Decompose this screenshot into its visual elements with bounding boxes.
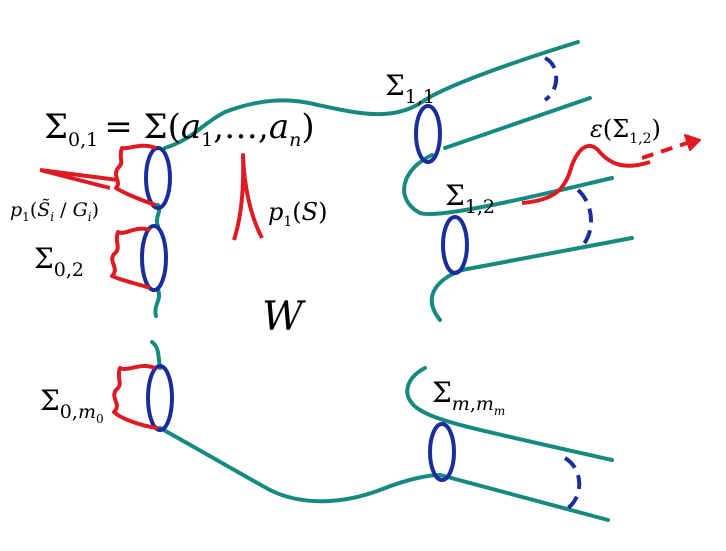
- label-W: W: [262, 294, 306, 340]
- label-sigma-0-1: Σ0,1= Σ(a1,…,an): [44, 107, 315, 151]
- tube-1-2-lower-edge: [460, 236, 634, 272]
- spike-left: [39, 168, 119, 190]
- red-curves: [39, 134, 701, 430]
- label-sigma-m-mm: Σm,mm: [432, 376, 505, 418]
- label-p1-S-over-G: p1(S̃i / Gi): [10, 199, 99, 224]
- wave-epsilon: [521, 143, 651, 205]
- cycle-sigma-0-m0: [146, 364, 174, 432]
- label-epsilon: ε(Σ1,2): [590, 115, 661, 147]
- dashed-cycle-m: [563, 456, 582, 512]
- cycle-sigma-0-2: [140, 224, 168, 292]
- tube-bridge-lower: [429, 268, 464, 322]
- wave-sigma-0-2: [110, 226, 151, 290]
- tube-1-2-upper-edge: [402, 153, 614, 216]
- arrow-epsilon-head: [684, 134, 701, 151]
- tube-m-upper-edge: [405, 366, 614, 462]
- cycle-sigma-1-2: [441, 215, 469, 275]
- surface-top-edge: [163, 40, 580, 150]
- label-sigma-1-1: Σ1,1: [385, 69, 435, 108]
- label-sigma-1-2: Σ1,2: [445, 179, 495, 218]
- wave-sigma-0-1: [114, 143, 157, 207]
- labels: Σ0,1= Σ(a1,…,an) p1(S̃i / Gi) Σ0,2 Σ0,m0…: [10, 69, 661, 426]
- cycle-sigma-0-1: [144, 146, 172, 210]
- cycle-sigma-m-mm: [428, 422, 456, 482]
- cycle-sigma-1-1: [414, 104, 442, 164]
- dashed-cycle-1-1: [543, 56, 559, 102]
- surface-bottom-edge: [158, 426, 610, 522]
- label-sigma-0-2: Σ0,2: [34, 242, 84, 281]
- spike-p1S: [232, 153, 264, 241]
- label-p1-S: p1(S): [268, 198, 328, 230]
- boundary-cycles: [140, 56, 593, 512]
- arrow-epsilon-dashed: [641, 140, 691, 160]
- dashed-cycle-1-2: [576, 188, 593, 250]
- label-sigma-0-m0: Σ0,m0: [40, 384, 104, 426]
- tube-1-1-lower-edge: [443, 96, 592, 150]
- wave-sigma-0-m0: [112, 364, 159, 430]
- left-connector-lower: [153, 288, 161, 318]
